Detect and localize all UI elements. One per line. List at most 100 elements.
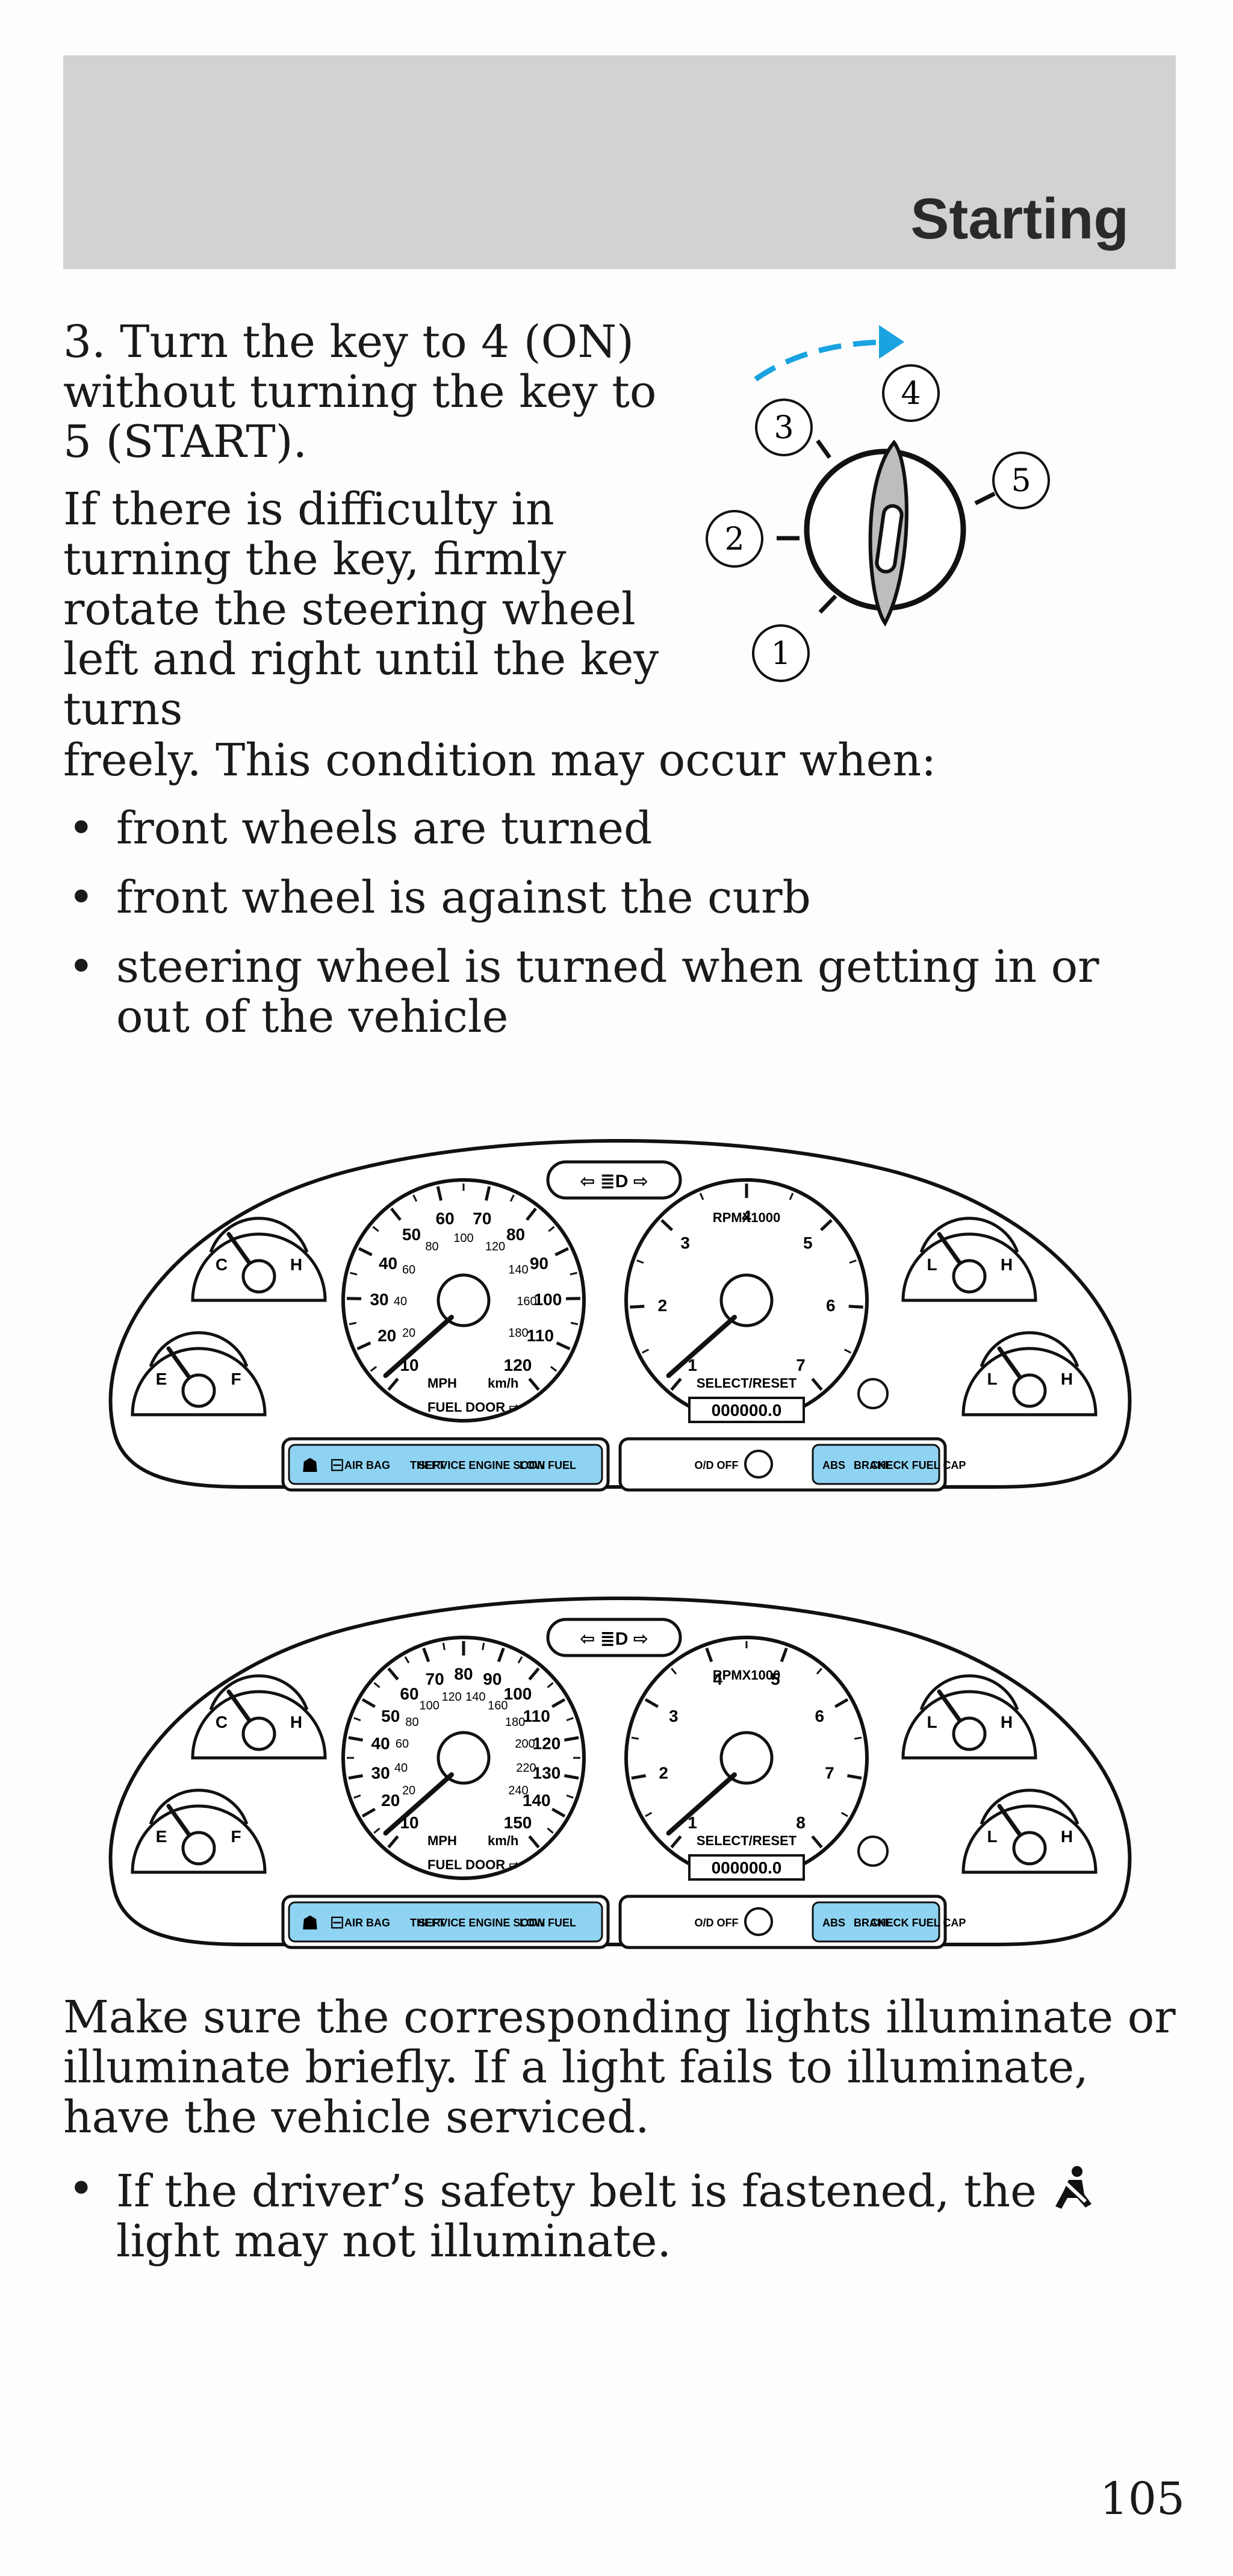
gauge-tick-label: 70 xyxy=(426,1669,444,1688)
gauge-tick-label: 120 xyxy=(533,1734,561,1753)
seatbelt-icon xyxy=(1055,2166,1092,2209)
kmh-tick-label: 80 xyxy=(425,1240,438,1253)
gauge-tick-label: 1 xyxy=(688,1356,697,1374)
mph-label: MPH xyxy=(427,1833,457,1848)
gauge-tick-label: 100 xyxy=(534,1290,562,1309)
kmh-tick-label: 60 xyxy=(396,1737,409,1751)
gauge-tick-label: 20 xyxy=(377,1326,396,1345)
kmh-tick-label: 120 xyxy=(441,1690,461,1704)
rotation-arrow xyxy=(754,339,889,382)
gauge-tick-label: 50 xyxy=(402,1225,421,1244)
kmh-label: km/h xyxy=(488,1376,518,1391)
svg-text:C: C xyxy=(216,1255,228,1274)
list-item: •front wheels are turned xyxy=(68,802,653,854)
warning-light-label: SERVICE ENGINE SOON xyxy=(418,1459,545,1471)
warning-light-label: CHECK FUEL CAP xyxy=(871,1917,966,1929)
kmh-tick-label: 20 xyxy=(402,1327,415,1340)
list-item: •If the driver’s safety belt is fastened… xyxy=(63,2164,1183,2267)
svg-text:⇦ ≣D ⇨: ⇦ ≣D ⇨ xyxy=(580,1629,648,1649)
svg-text:⇦ ≣D ⇨: ⇦ ≣D ⇨ xyxy=(580,1172,648,1191)
gauge-tick-label: 2 xyxy=(657,1296,667,1315)
svg-text:1: 1 xyxy=(771,636,790,672)
svg-text:H: H xyxy=(1061,1827,1073,1846)
gauge-tick-label: 140 xyxy=(523,1791,551,1810)
trip-reset-button xyxy=(857,1836,889,1867)
kmh-tick-label: 160 xyxy=(488,1699,508,1713)
svg-text:H: H xyxy=(1061,1370,1073,1388)
svg-text:L: L xyxy=(927,1713,937,1731)
gauge-tick-label: 50 xyxy=(381,1707,400,1725)
kmh-tick-label: 200 xyxy=(515,1737,535,1751)
kmh-tick-label: 140 xyxy=(465,1690,485,1704)
list-item: •steering wheel is turned when getting i… xyxy=(68,941,1099,1043)
condition-list: •front wheels are turned •front wheel is… xyxy=(63,804,1183,1061)
warning-light-label: O/D OFF xyxy=(695,1459,739,1471)
gauge-tick-label: 5 xyxy=(803,1234,813,1252)
warning-light-label: LOW FUEL xyxy=(520,1459,576,1471)
difficulty-paragraph: If there is difficulty in turning the ke… xyxy=(63,483,659,735)
kmh-tick-label: 20 xyxy=(402,1784,415,1798)
select-reset-label: SELECT/RESET xyxy=(697,1833,797,1848)
kmh-tick-label: 160 xyxy=(517,1295,536,1308)
warning-panel-right xyxy=(812,1444,940,1485)
list-item: •front wheel is against the curb xyxy=(68,872,811,923)
svg-text:2: 2 xyxy=(724,521,744,557)
verification-note: Make sure the corresponding lights illum… xyxy=(63,1991,1176,2143)
svg-text:E: E xyxy=(156,1370,167,1388)
kmh-tick-label: 80 xyxy=(405,1716,418,1729)
warning-panel-left xyxy=(288,1901,603,1943)
odometer-value: 000000.0 xyxy=(712,1401,782,1420)
warning-light-label: LOW FUEL xyxy=(520,1917,576,1929)
trip-reset-button xyxy=(857,1378,889,1409)
svg-text:L: L xyxy=(987,1827,997,1846)
warning-light-label: THEFT xyxy=(410,1917,445,1929)
svg-text:L: L xyxy=(927,1255,937,1274)
warning-light-label: BRAKE xyxy=(854,1917,892,1929)
section-title: Starting xyxy=(910,187,1129,251)
svg-text:F: F xyxy=(231,1370,241,1388)
fuel-door-label: FUEL DOOR ⇨ xyxy=(427,1400,520,1415)
gauge-tick-label: 4 xyxy=(742,1207,751,1226)
gauge-tick-label: 110 xyxy=(523,1707,550,1725)
odometer-value: 000000.0 xyxy=(712,1858,782,1877)
rotation-arrowhead xyxy=(879,325,904,359)
svg-text:⊟: ⊟ xyxy=(329,1455,344,1475)
warning-light-label: BRAKE xyxy=(854,1459,892,1471)
gauge-tick-label: 20 xyxy=(381,1791,400,1810)
step-instruction: 3. Turn the key to 4 (ON) without turnin… xyxy=(63,316,657,468)
kmh-label: km/h xyxy=(488,1833,518,1848)
gauge-tick-label: 40 xyxy=(371,1734,390,1753)
gauge-tick-label: 90 xyxy=(530,1254,548,1273)
turn-signal-indicator xyxy=(546,1160,682,1200)
svg-text:F: F xyxy=(231,1827,241,1846)
kmh-tick-label: 40 xyxy=(394,1761,408,1775)
gauge-tick-label: 80 xyxy=(506,1225,525,1244)
section-header: Starting xyxy=(63,55,1176,269)
gauge-tick-label: 40 xyxy=(379,1254,397,1273)
gauge-tick-label: 130 xyxy=(533,1763,561,1782)
warning-light-label: ABS xyxy=(822,1459,845,1471)
kmh-tick-label: 100 xyxy=(420,1699,439,1713)
page-number: 105 xyxy=(1099,2473,1185,2525)
gauge-tick-label: 7 xyxy=(825,1763,834,1782)
warning-panel-left xyxy=(288,1444,603,1485)
svg-text:C: C xyxy=(216,1713,228,1731)
gauge-tick-label: 60 xyxy=(436,1209,455,1227)
kmh-tick-label: 180 xyxy=(508,1327,528,1340)
gauge-tick-label: 6 xyxy=(815,1707,824,1725)
warning-light-label: THEFT xyxy=(410,1459,445,1471)
odometer xyxy=(688,1397,805,1423)
warning-light-label: O/D OFF xyxy=(695,1917,739,1929)
gauge-tick-label: 30 xyxy=(371,1763,390,1782)
svg-text:H: H xyxy=(290,1255,302,1274)
